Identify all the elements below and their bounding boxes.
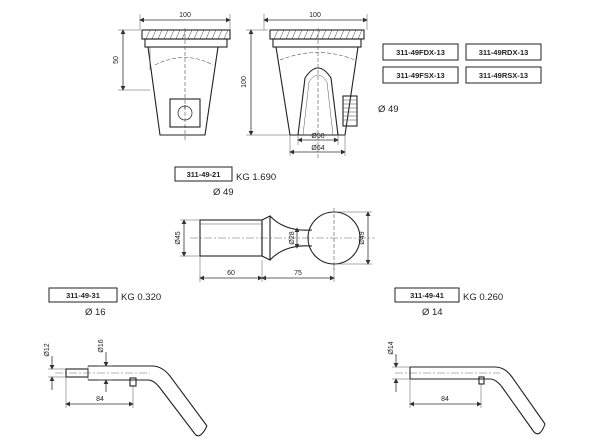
part-code-box-31 [48, 287, 118, 303]
dim-width-100-right: 100 [309, 12, 321, 19]
dim-dia-64: Ø64 [311, 145, 324, 152]
part-code-41: 311-49-41 [410, 291, 444, 300]
coupling-side-view: 100 Ø 49 100 Ø50 [241, 12, 399, 160]
part-code-box-41 [394, 287, 460, 303]
part-diameter-31: Ø 16 [85, 307, 106, 318]
model-code-box-2 [465, 43, 542, 61]
flange-hatch-side [273, 29, 363, 40]
model-code-4: 311-49RSX-13 [479, 71, 528, 80]
part-code-21: 311-49-21 [187, 170, 221, 179]
part-311-49-31: 311-49-31 KG 0.320 Ø 16 Ø12 Ø16 84 [44, 287, 208, 437]
part-weight-41: KG 0.260 [463, 292, 503, 303]
dim-dia-45: Ø45 [175, 231, 182, 244]
model-code-box-3 [382, 66, 459, 84]
part-code-31: 311-49-31 [66, 291, 100, 300]
part-weight-21: KG 1.690 [236, 172, 276, 183]
part-diameter-41: Ø 14 [422, 307, 443, 318]
dim-dia-14: Ø14 [388, 341, 395, 354]
dim-dia-28: Ø28 [289, 231, 296, 244]
dim-length-60: 60 [227, 270, 235, 277]
flange-hatch [145, 29, 229, 40]
dim-dia-12: Ø12 [44, 343, 51, 356]
dim-dia-50: Ø50 [311, 133, 324, 140]
part-code-box-21 [174, 166, 233, 182]
model-code-2: 311-49RDX-13 [479, 48, 529, 57]
dim-width-100-left: 100 [179, 12, 191, 19]
dim-dia-16: Ø16 [98, 339, 105, 352]
model-code-box-1 [382, 43, 459, 61]
part-diameter-21: Ø 49 [213, 187, 234, 198]
side-diameter-49: Ø 49 [378, 104, 399, 115]
dim-height-50: 50 [113, 56, 120, 64]
part-311-49-21: 311-49-21 KG 1.690 Ø 49 Ø45 Ø28 Ø49 60 [174, 166, 375, 282]
coupling-front-view: 100 50 [113, 12, 231, 140]
model-code-3: 311-49FSX-13 [396, 71, 444, 80]
part-weight-31: KG 0.320 [121, 292, 161, 303]
dim-length-84-left: 84 [96, 396, 104, 403]
dim-height-100: 100 [241, 76, 248, 88]
part-311-49-41: 311-49-41 KG 0.260 Ø 14 Ø14 84 [388, 287, 546, 435]
dim-length-75: 75 [294, 270, 302, 277]
model-code-table: 311-49FDX-13 311-49RDX-13 311-49FSX-13 3… [382, 43, 542, 84]
model-code-1: 311-49FDX-13 [396, 48, 445, 57]
dim-length-84-right: 84 [441, 396, 449, 403]
model-code-box-4 [465, 66, 542, 84]
dim-dia-49: Ø49 [359, 231, 366, 244]
